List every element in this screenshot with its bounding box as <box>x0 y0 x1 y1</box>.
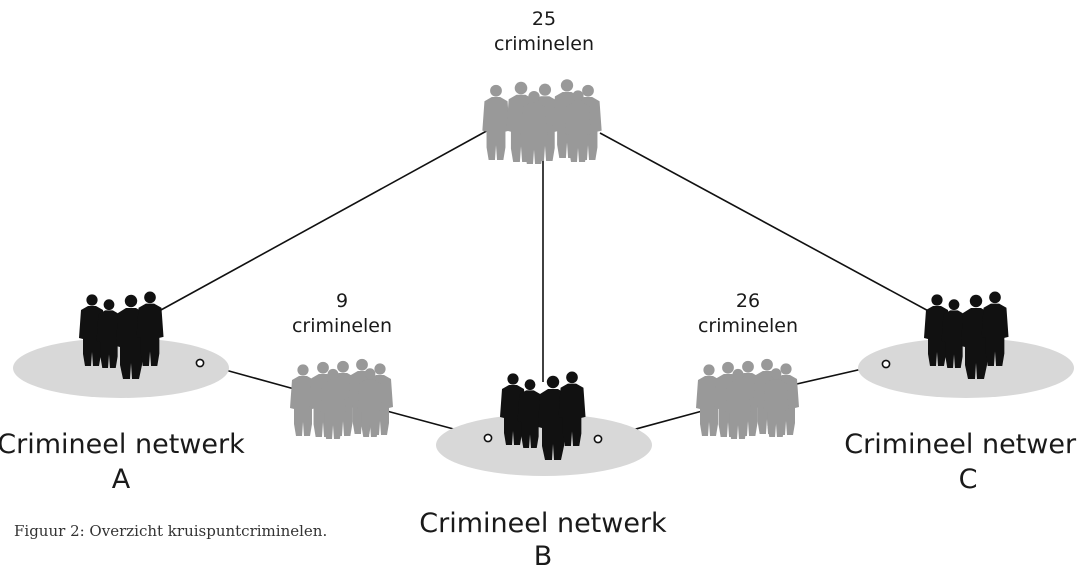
network-a-label-line1: Crimineel netwerk <box>0 429 245 460</box>
network-c: Crimineel netwerk C <box>844 291 1077 495</box>
network-a: Crimineel netwerk A <box>0 291 245 495</box>
crossroad-group-left-count: 9 <box>336 290 348 312</box>
crossroad-group-top-people <box>482 79 602 164</box>
network-a-label-line2: A <box>112 464 131 495</box>
network-b-connector-dot-left <box>483 433 493 443</box>
network-b-label-line1: Crimineel netwerk <box>419 508 667 539</box>
network-b-label-line2: B <box>534 541 553 568</box>
network-b: Crimineel netwerk B <box>419 371 667 568</box>
connection-lines <box>149 127 935 440</box>
crossroad-group-right-people <box>696 358 799 439</box>
line-top-to-c <box>599 132 935 315</box>
crossroad-group-top: 25 criminelen <box>482 8 602 164</box>
network-c-label-line2: C <box>959 464 978 495</box>
network-c-connector-dot <box>881 359 891 369</box>
crossroad-group-top-unit: criminelen <box>494 33 594 55</box>
crossroad-group-right-count: 26 <box>736 290 760 312</box>
network-c-label-line1: Crimineel netwerk <box>844 429 1077 460</box>
crossroad-group-top-count: 25 <box>532 8 556 30</box>
crossroad-group-left-unit: criminelen <box>292 315 392 337</box>
network-a-connector-dot <box>195 358 205 368</box>
network-b-connector-dot-right <box>593 434 603 444</box>
crossroad-group-right: 26 criminelen <box>696 290 799 439</box>
line-top-to-a <box>149 127 493 317</box>
crossroad-group-left-people <box>290 358 393 439</box>
crossroad-group-right-unit: criminelen <box>698 315 798 337</box>
figure-caption: Figuur 2: Overzicht kruispuntcriminelen. <box>14 522 327 540</box>
crossroad-group-left: 9 criminelen <box>290 290 393 439</box>
